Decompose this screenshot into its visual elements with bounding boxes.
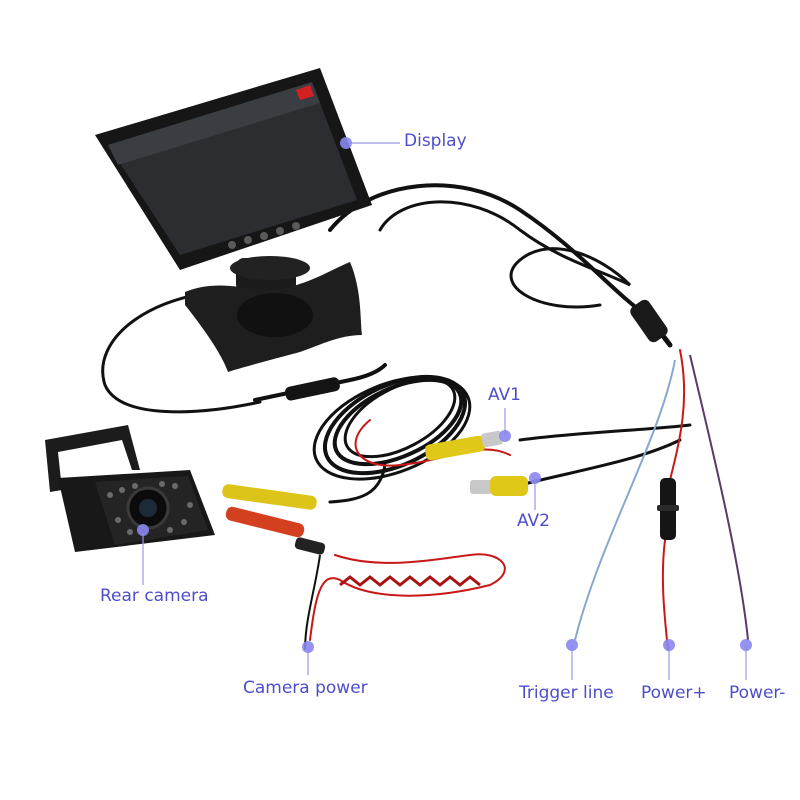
- camera-video-cable: [328, 463, 387, 504]
- inline-connector: [285, 377, 340, 401]
- monitor-red-tag: [296, 85, 314, 100]
- camera-lens: [139, 499, 157, 517]
- monitor-main-cable: [328, 183, 652, 320]
- power-minus-callout-dot: [740, 639, 752, 651]
- power-minus-label: Power-: [729, 683, 786, 703]
- ir-led: [127, 529, 133, 535]
- rear-camera-body: [45, 425, 326, 555]
- av-connector-cable: [253, 363, 387, 402]
- power-plus-wire: [669, 349, 686, 481]
- monitor-screen-glare: [108, 82, 320, 165]
- ir-led: [181, 519, 187, 525]
- av1-callout-dot: [499, 430, 511, 442]
- power-plus-callout-dot: [663, 639, 675, 651]
- av2-cable: [518, 438, 682, 487]
- camera-power-label: Camera power: [243, 678, 368, 698]
- rear-camera-label: Rear camera: [100, 586, 209, 606]
- cable-loop-upper: [378, 200, 632, 309]
- monitor-button: [244, 236, 252, 244]
- av1-cable: [518, 423, 692, 442]
- camera-power-callout-dot: [302, 641, 314, 653]
- monitor-button: [228, 241, 236, 249]
- splitter-block: [630, 299, 668, 343]
- trigger-wire: [574, 359, 676, 641]
- cable-coil-4: [343, 377, 457, 459]
- ir-led: [107, 492, 113, 498]
- fuse-holder-ring: [657, 505, 679, 511]
- ir-led: [172, 483, 178, 489]
- rear-camera-callout-dot: [137, 524, 149, 536]
- trigger-callout-dot: [566, 639, 578, 651]
- cable-coil-1: [322, 374, 468, 476]
- camera-yellow-plug: [222, 484, 317, 510]
- camera-power-red-wire: [309, 553, 506, 641]
- monitor: [95, 68, 372, 372]
- display-label: Display: [404, 131, 467, 151]
- monitor-button: [292, 222, 300, 230]
- av1-rca-connector: [424, 430, 503, 461]
- camera-bracket: [45, 425, 140, 492]
- monitor-button: [276, 227, 284, 235]
- power-minus-wire: [689, 354, 749, 641]
- power-plus-wire-lower: [661, 539, 669, 651]
- monitor-base-cup: [237, 293, 313, 337]
- av1-label: AV1: [488, 385, 521, 405]
- trigger-line-label: Trigger line: [519, 683, 614, 703]
- av2-callout-dot: [529, 472, 541, 484]
- display-callout-dot: [340, 137, 352, 149]
- monitor-left-cable: [101, 288, 262, 414]
- ir-led: [159, 481, 165, 487]
- camera-power-plug: [294, 537, 326, 555]
- ir-led: [119, 487, 125, 493]
- ir-led: [187, 502, 193, 508]
- monitor-button: [260, 232, 268, 240]
- camera-red-plug: [225, 506, 305, 538]
- ir-led: [167, 527, 173, 533]
- cable-coil-3: [312, 375, 472, 481]
- av2-rca-connector: [470, 476, 528, 496]
- ir-led: [132, 483, 138, 489]
- twisted-power-pair: [339, 575, 481, 587]
- power-plus-label: Power+: [641, 683, 707, 703]
- monitor-screen: [108, 82, 357, 255]
- camera-power-black-wire: [304, 554, 321, 651]
- monitor-hinge: [230, 256, 310, 280]
- ir-led: [115, 517, 121, 523]
- av2-label: AV2: [517, 511, 550, 531]
